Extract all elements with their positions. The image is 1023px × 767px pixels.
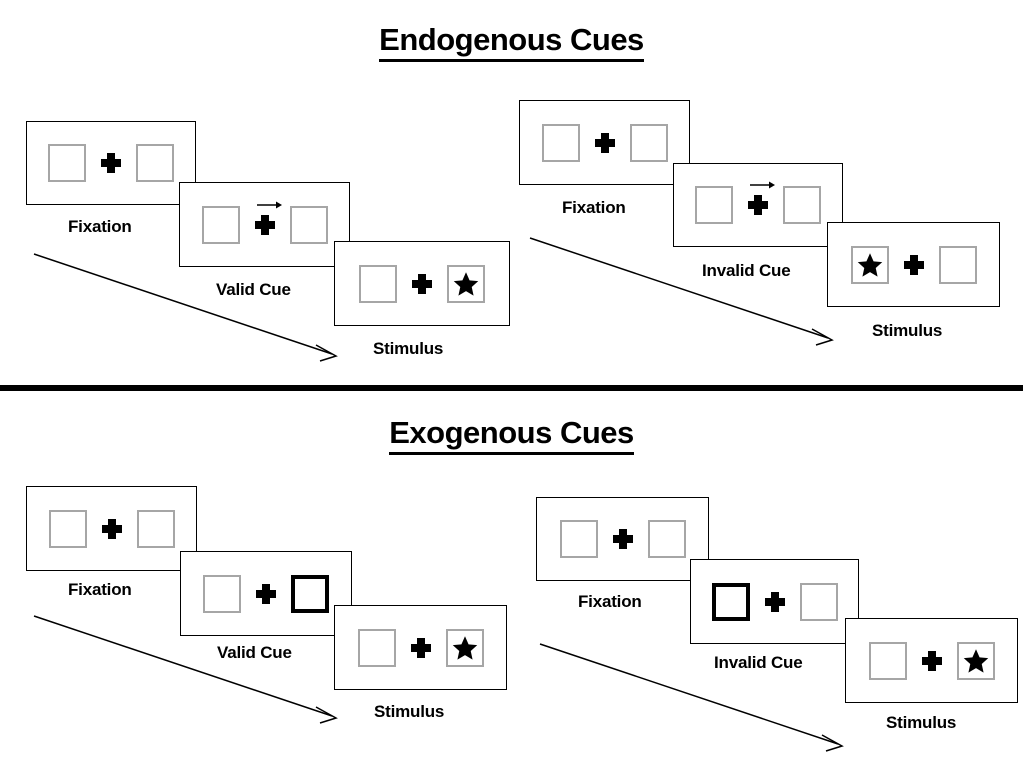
center-slot	[598, 528, 648, 550]
caption-endogenous-valid-fixation: Fixation	[68, 217, 132, 236]
placeholder-box-right	[783, 186, 821, 224]
star-icon	[453, 271, 479, 296]
plus-icon	[255, 583, 277, 605]
section-title-endogenous: Endogenous Cues	[0, 22, 1023, 62]
placeholder-box-left	[541, 123, 580, 162]
frame-content	[559, 520, 686, 558]
plus-icon	[747, 194, 769, 216]
frame-endogenous-valid-fixation	[26, 121, 196, 205]
caption-exogenous-valid-stimulus: Stimulus	[374, 702, 445, 721]
caption-exogenous-valid-cue: Valid Cue	[217, 643, 292, 662]
placeholder-box-left	[201, 205, 240, 244]
section-title-exogenous-text: Exogenous Cues	[389, 415, 634, 455]
frame-exogenous-valid-cue	[180, 551, 352, 636]
section-divider	[0, 385, 1023, 391]
placeholder-box-right	[445, 628, 484, 667]
placeholder-box-right	[938, 245, 977, 284]
arrow-right-icon	[256, 201, 282, 208]
placeholder-box-right	[136, 509, 175, 548]
time-arrow-icon-exogenous-invalid	[539, 643, 844, 752]
plus-icon	[411, 273, 433, 295]
center-slot	[750, 591, 800, 613]
frame-exogenous-invalid-fixation	[536, 497, 709, 581]
frame-endogenous-invalid-cue	[673, 163, 843, 247]
plus-icon	[612, 528, 634, 550]
plus-icon	[764, 591, 786, 613]
frame-content	[357, 628, 484, 667]
frame-content	[711, 582, 838, 621]
caption-endogenous-invalid-fixation: Fixation	[562, 198, 626, 217]
frame-exogenous-valid-fixation	[26, 486, 197, 571]
frame-exogenous-invalid-stimulus	[845, 618, 1018, 703]
star-icon	[963, 648, 988, 673]
time-arrow-icon-exogenous-valid	[33, 615, 338, 724]
frame-content	[203, 574, 329, 613]
center-slot	[396, 637, 446, 659]
placeholder-box-right	[956, 641, 995, 680]
center-slot	[733, 181, 783, 216]
caption-endogenous-invalid-cue: Invalid Cue	[702, 261, 791, 280]
placeholder-box-left	[850, 245, 889, 284]
placeholder-box-left	[357, 628, 396, 667]
frame-content	[850, 245, 977, 284]
caption-exogenous-invalid-stimulus: Stimulus	[886, 713, 957, 732]
center-slot	[580, 132, 630, 154]
placeholder-box-left	[203, 574, 241, 613]
center-slot	[397, 273, 447, 295]
plus-icon	[100, 152, 122, 174]
center-slot	[241, 583, 291, 605]
section-title-endogenous-text: Endogenous Cues	[379, 22, 644, 62]
placeholder-box-left	[695, 186, 733, 224]
star-icon	[857, 252, 882, 277]
placeholder-box-right-cued	[291, 574, 329, 613]
placeholder-box-right	[289, 205, 328, 244]
placeholder-box-left	[48, 509, 87, 548]
frame-endogenous-invalid-fixation	[519, 100, 690, 185]
center-slot	[889, 254, 939, 276]
plus-icon	[410, 637, 432, 659]
caption-endogenous-valid-stimulus: Stimulus	[373, 339, 444, 358]
time-arrow-icon-endogenous-invalid	[529, 237, 834, 346]
frame-content	[201, 201, 328, 244]
arrow-right-icon	[750, 181, 775, 189]
caption-endogenous-valid-cue: Valid Cue	[216, 280, 291, 299]
center-slot	[86, 152, 136, 174]
frame-content	[695, 181, 821, 224]
placeholder-box-right	[136, 144, 174, 182]
placeholder-box-right	[799, 582, 838, 621]
placeholder-box-left	[559, 520, 598, 558]
plus-icon	[594, 132, 616, 154]
center-slot	[907, 650, 957, 672]
placeholder-box-left	[359, 264, 397, 303]
frame-content	[359, 264, 485, 303]
frame-content	[541, 123, 668, 162]
frame-content	[48, 144, 174, 182]
time-arrow-icon-endogenous-valid	[33, 253, 338, 362]
plus-icon	[921, 650, 943, 672]
center-slot	[87, 518, 137, 540]
placeholder-box-left-cued	[711, 582, 750, 621]
placeholder-box-right	[447, 264, 485, 303]
star-icon	[452, 635, 477, 660]
placeholder-box-left	[868, 641, 907, 680]
caption-exogenous-invalid-fixation: Fixation	[578, 592, 642, 611]
center-slot	[240, 201, 290, 236]
plus-icon	[903, 254, 925, 276]
section-title-exogenous: Exogenous Cues	[0, 415, 1023, 455]
frame-content	[868, 641, 995, 680]
placeholder-box-left	[48, 144, 86, 182]
placeholder-box-right	[629, 123, 668, 162]
caption-exogenous-valid-fixation: Fixation	[68, 580, 132, 599]
placeholder-box-right	[647, 520, 686, 558]
plus-icon	[101, 518, 123, 540]
caption-endogenous-invalid-stimulus: Stimulus	[872, 321, 943, 340]
frame-endogenous-valid-stimulus	[334, 241, 510, 326]
plus-icon	[254, 214, 276, 236]
caption-exogenous-invalid-cue: Invalid Cue	[714, 653, 803, 672]
frame-exogenous-invalid-cue	[690, 559, 859, 644]
frame-exogenous-valid-stimulus	[334, 605, 507, 690]
frame-endogenous-invalid-stimulus	[827, 222, 1000, 307]
frame-content	[48, 509, 175, 548]
frame-endogenous-valid-cue	[179, 182, 350, 267]
